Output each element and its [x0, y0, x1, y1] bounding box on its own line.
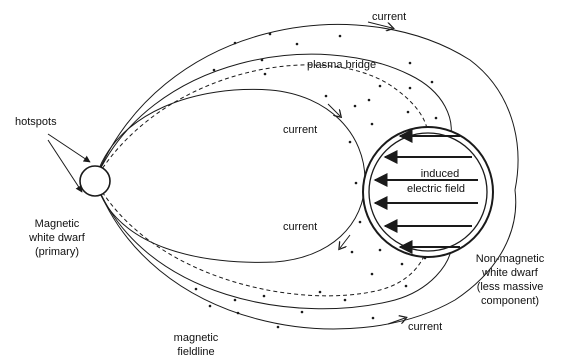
plasma-particle — [351, 251, 354, 254]
secondary-label-line1: Non-magnetic — [476, 253, 545, 265]
hotspots-label: hotspots — [15, 116, 57, 128]
plasma-particle — [277, 326, 280, 329]
primary-label-line1: Magnetic — [35, 218, 80, 230]
plasma-particle — [319, 291, 322, 294]
plasma-particle — [359, 221, 362, 224]
plasma-particle — [209, 305, 212, 308]
plasma-particle — [296, 43, 299, 46]
plasma-particle — [301, 311, 304, 314]
secondary-label-line4: component) — [481, 295, 539, 307]
primary-label-line2: white dwarf — [28, 232, 86, 244]
plasma-particle — [407, 111, 410, 114]
plasma-particle — [372, 317, 375, 320]
plasma-particle — [371, 273, 374, 276]
plasma-particle — [354, 105, 357, 108]
primary-white-dwarf — [80, 166, 110, 196]
secondary-label-line2: white dwarf — [481, 267, 539, 279]
plasma-bridge-label: plasma bridge — [307, 59, 376, 71]
plasma-particle — [213, 69, 216, 72]
plasma-particle — [349, 141, 352, 144]
plasma-particle — [234, 299, 237, 302]
plasma-particle — [234, 42, 237, 45]
current-label-inner-lower: current — [283, 221, 317, 233]
magnetic-fieldline-label-line2: fieldline — [177, 346, 214, 358]
current-arrow-inner-lower — [340, 235, 350, 248]
current-label-bottom: current — [408, 321, 442, 333]
plasma-particle — [344, 299, 347, 302]
inner-field-line — [95, 89, 365, 262]
plasma-particle — [368, 99, 371, 102]
plasma-particle — [325, 95, 328, 98]
plasma-particle — [195, 288, 198, 291]
plasma-particle — [264, 73, 267, 76]
plasma-particle — [379, 249, 382, 252]
current-label-top: current — [372, 11, 406, 23]
induced-field-label-line2: electric field — [407, 183, 465, 195]
induced-field-label-line1: induced — [421, 168, 460, 180]
plasma-particle — [355, 182, 358, 185]
plasma-particle — [409, 87, 412, 90]
magnetic-fieldline-label-line1: magnetic — [174, 332, 219, 344]
plasma-particle — [435, 117, 438, 120]
plasma-particle — [237, 312, 240, 315]
primary-label-line3: (primary) — [35, 246, 79, 258]
plasma-particle — [379, 85, 382, 88]
hotspot-arrow-upper — [48, 134, 90, 162]
plasma-particle — [263, 295, 266, 298]
plasma-particle — [409, 62, 412, 65]
plasma-particle — [431, 81, 434, 84]
hotspot-arrow-lower — [48, 140, 82, 192]
plasma-particle — [405, 285, 408, 288]
plasma-particle — [339, 35, 342, 38]
plasma-particle — [371, 123, 374, 126]
plasma-particle — [261, 59, 264, 62]
plasma-particle — [269, 33, 272, 36]
current-label-inner-upper: current — [283, 124, 317, 136]
secondary-label-line3: (less massive — [477, 281, 544, 293]
plasma-particle — [401, 263, 404, 266]
